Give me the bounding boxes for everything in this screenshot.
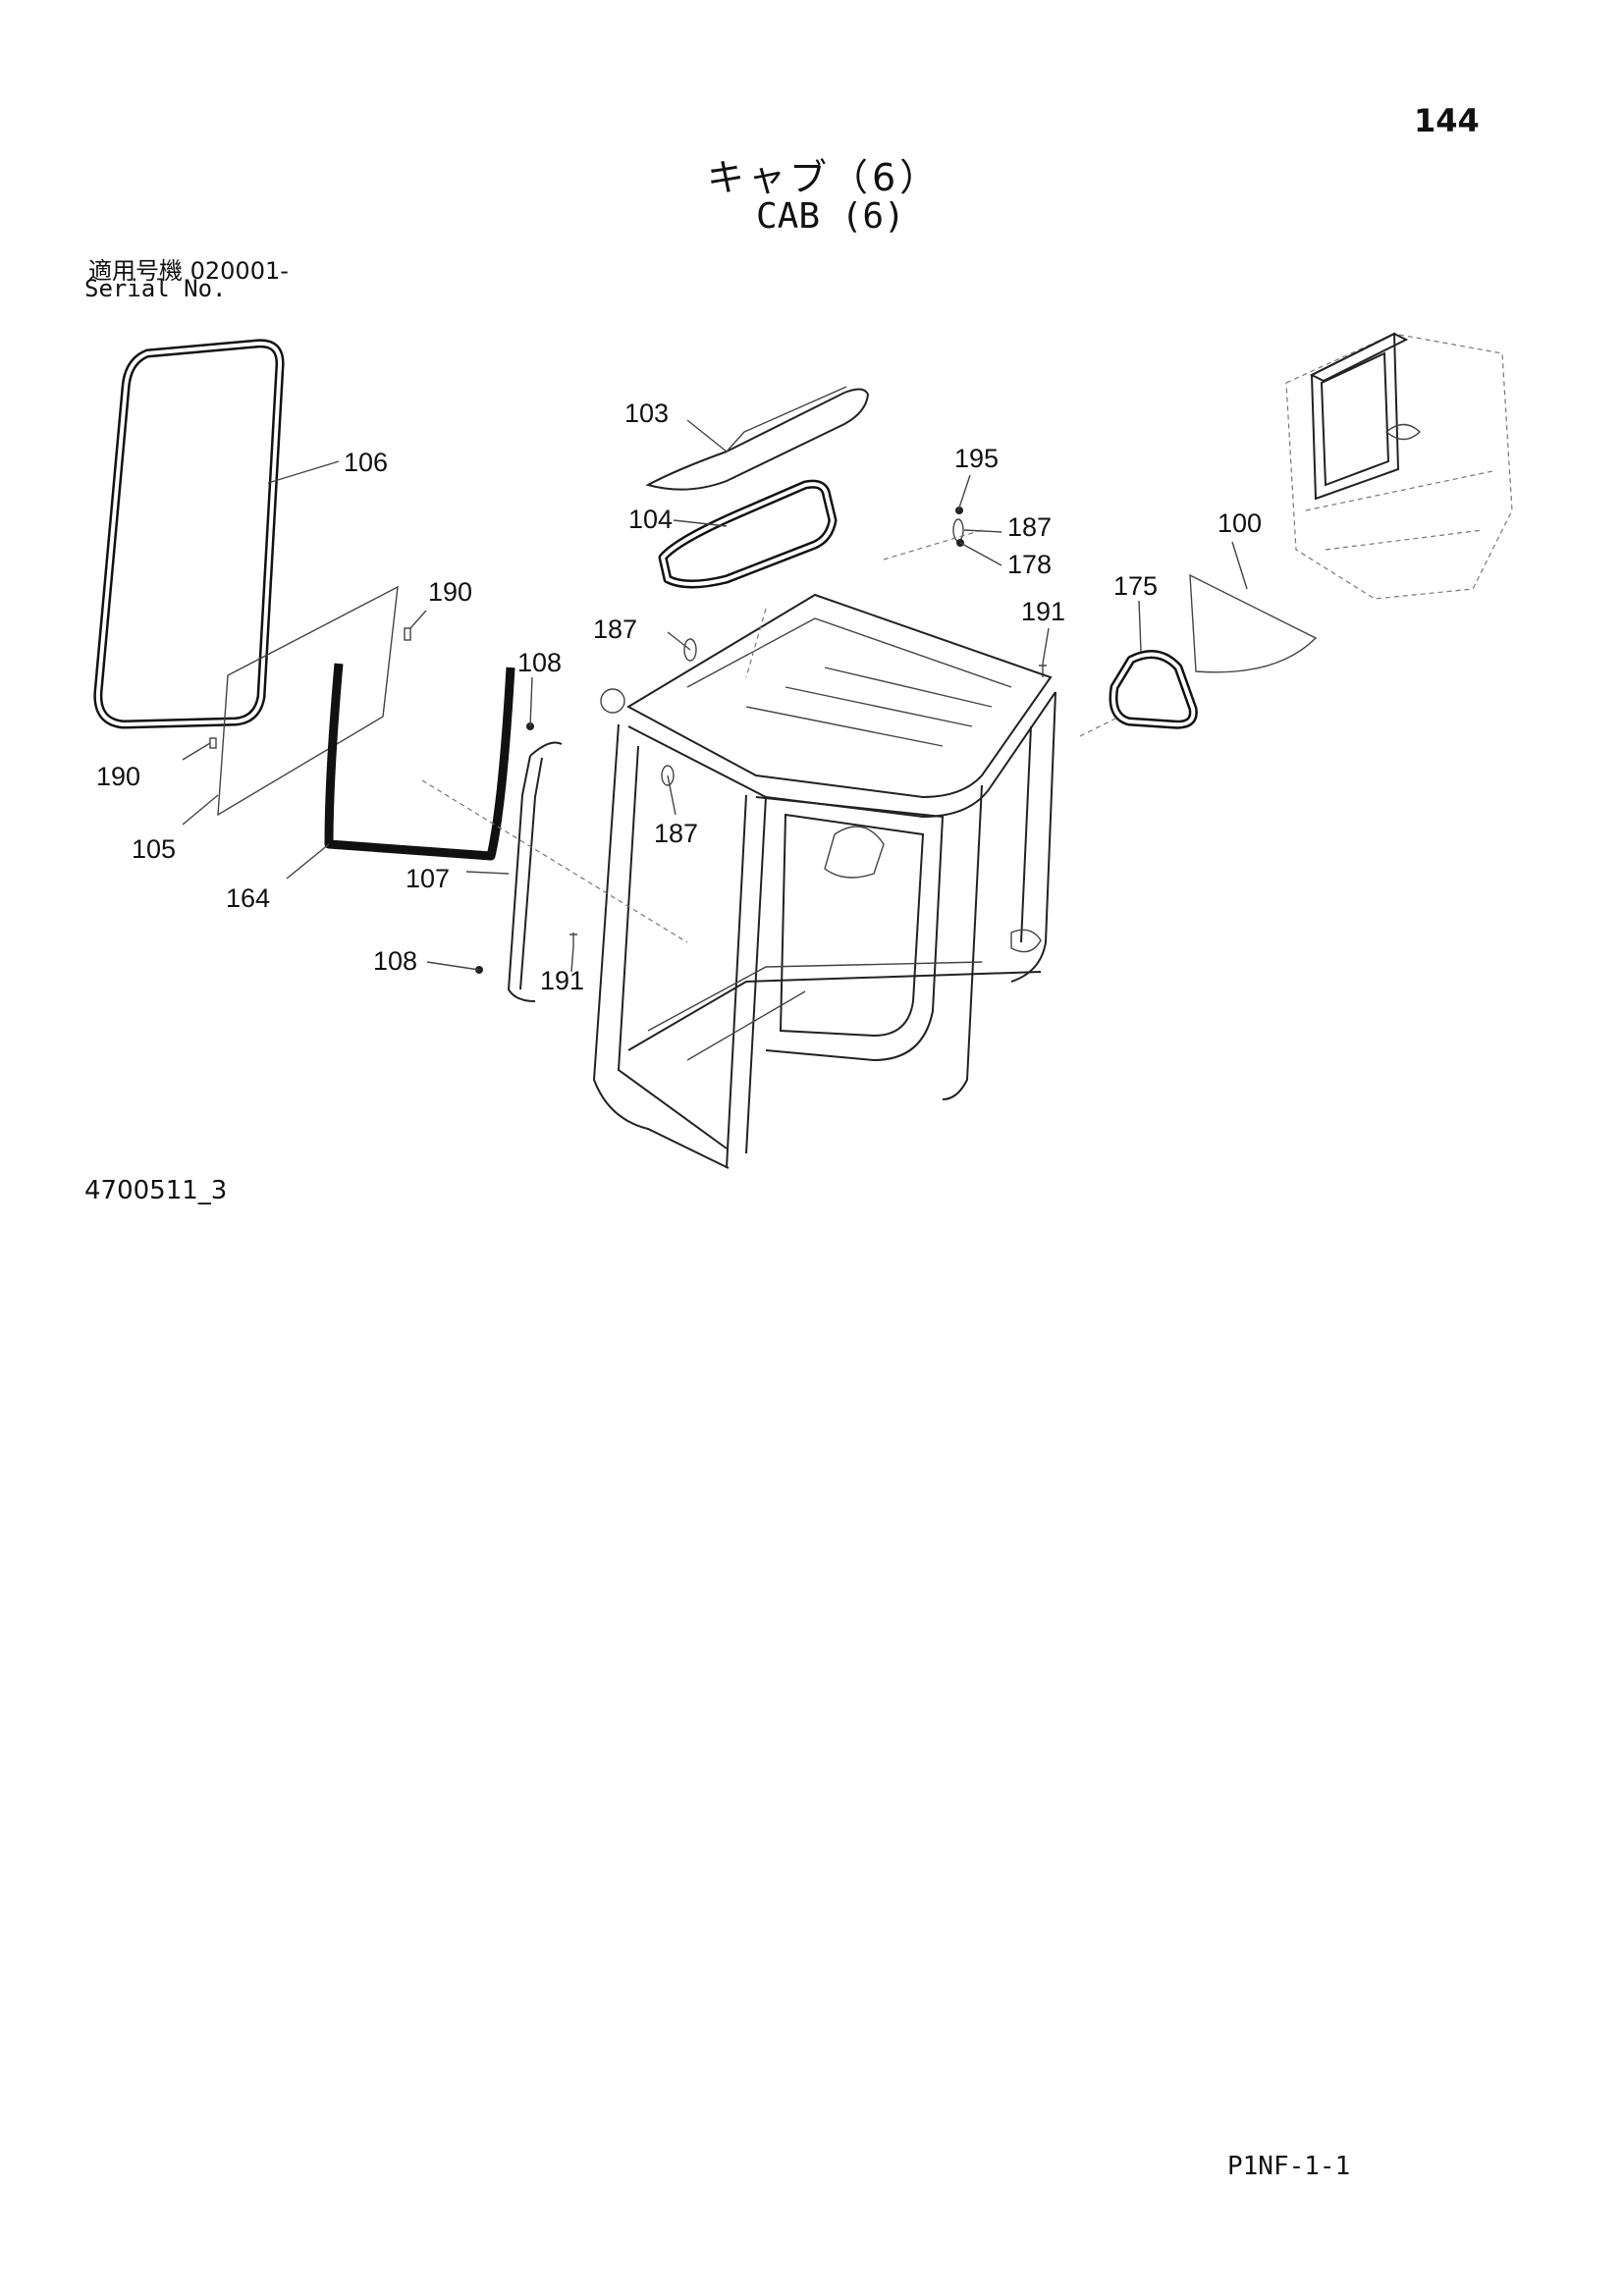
part-100-rear-glass <box>1189 573 1318 673</box>
serial-label-english: Serial No. <box>84 275 227 302</box>
callout-187-front: 187 <box>654 819 698 848</box>
drawing-id: 4700511_3 <box>84 1176 228 1205</box>
part-164-seal <box>324 663 515 861</box>
cab-frame <box>592 593 1056 1169</box>
callout-103: 103 <box>624 399 669 428</box>
part-195-part <box>955 507 963 514</box>
callout-187-top: 187 <box>1007 512 1052 542</box>
callout-108-lower: 108 <box>373 946 417 976</box>
page-code: P1NF-1-1 <box>1227 2152 1351 2181</box>
part-190-clips <box>209 627 411 749</box>
callout-100: 100 <box>1218 508 1262 538</box>
callout-105: 105 <box>132 834 176 864</box>
callout-104: 104 <box>628 505 673 534</box>
callout-108-upper: 108 <box>517 648 562 677</box>
leader-lines <box>182 419 1248 973</box>
part-187-pads <box>661 518 964 786</box>
callout-164: 164 <box>226 883 270 913</box>
page-title-english: CAB (6) <box>756 196 905 237</box>
callout-195: 195 <box>954 444 999 473</box>
part-103-roof-cover <box>645 388 870 491</box>
callout-175: 175 <box>1113 571 1158 601</box>
cab-location-inset-icon <box>1285 332 1513 600</box>
part-107-slide-rail <box>507 741 563 1002</box>
part-175-rear-seal <box>1109 650 1198 729</box>
part-105-glass-pane <box>217 585 399 817</box>
page-number: 144 <box>1414 102 1480 139</box>
callout-190-lower: 190 <box>96 762 140 791</box>
callout-191-left: 191 <box>540 966 584 995</box>
serial-label-japanese: 適用号機 020001- <box>88 257 289 285</box>
callout-178: 178 <box>1007 550 1052 579</box>
callout-191-right: 191 <box>1021 597 1065 626</box>
part-106-window-gasket <box>93 339 285 729</box>
callout-187-left: 187 <box>593 614 637 644</box>
page-title-japanese: キャブ（6） <box>707 156 942 199</box>
callout-106: 106 <box>344 448 388 477</box>
callout-107: 107 <box>406 864 450 893</box>
callout-190-upper: 190 <box>428 577 472 607</box>
